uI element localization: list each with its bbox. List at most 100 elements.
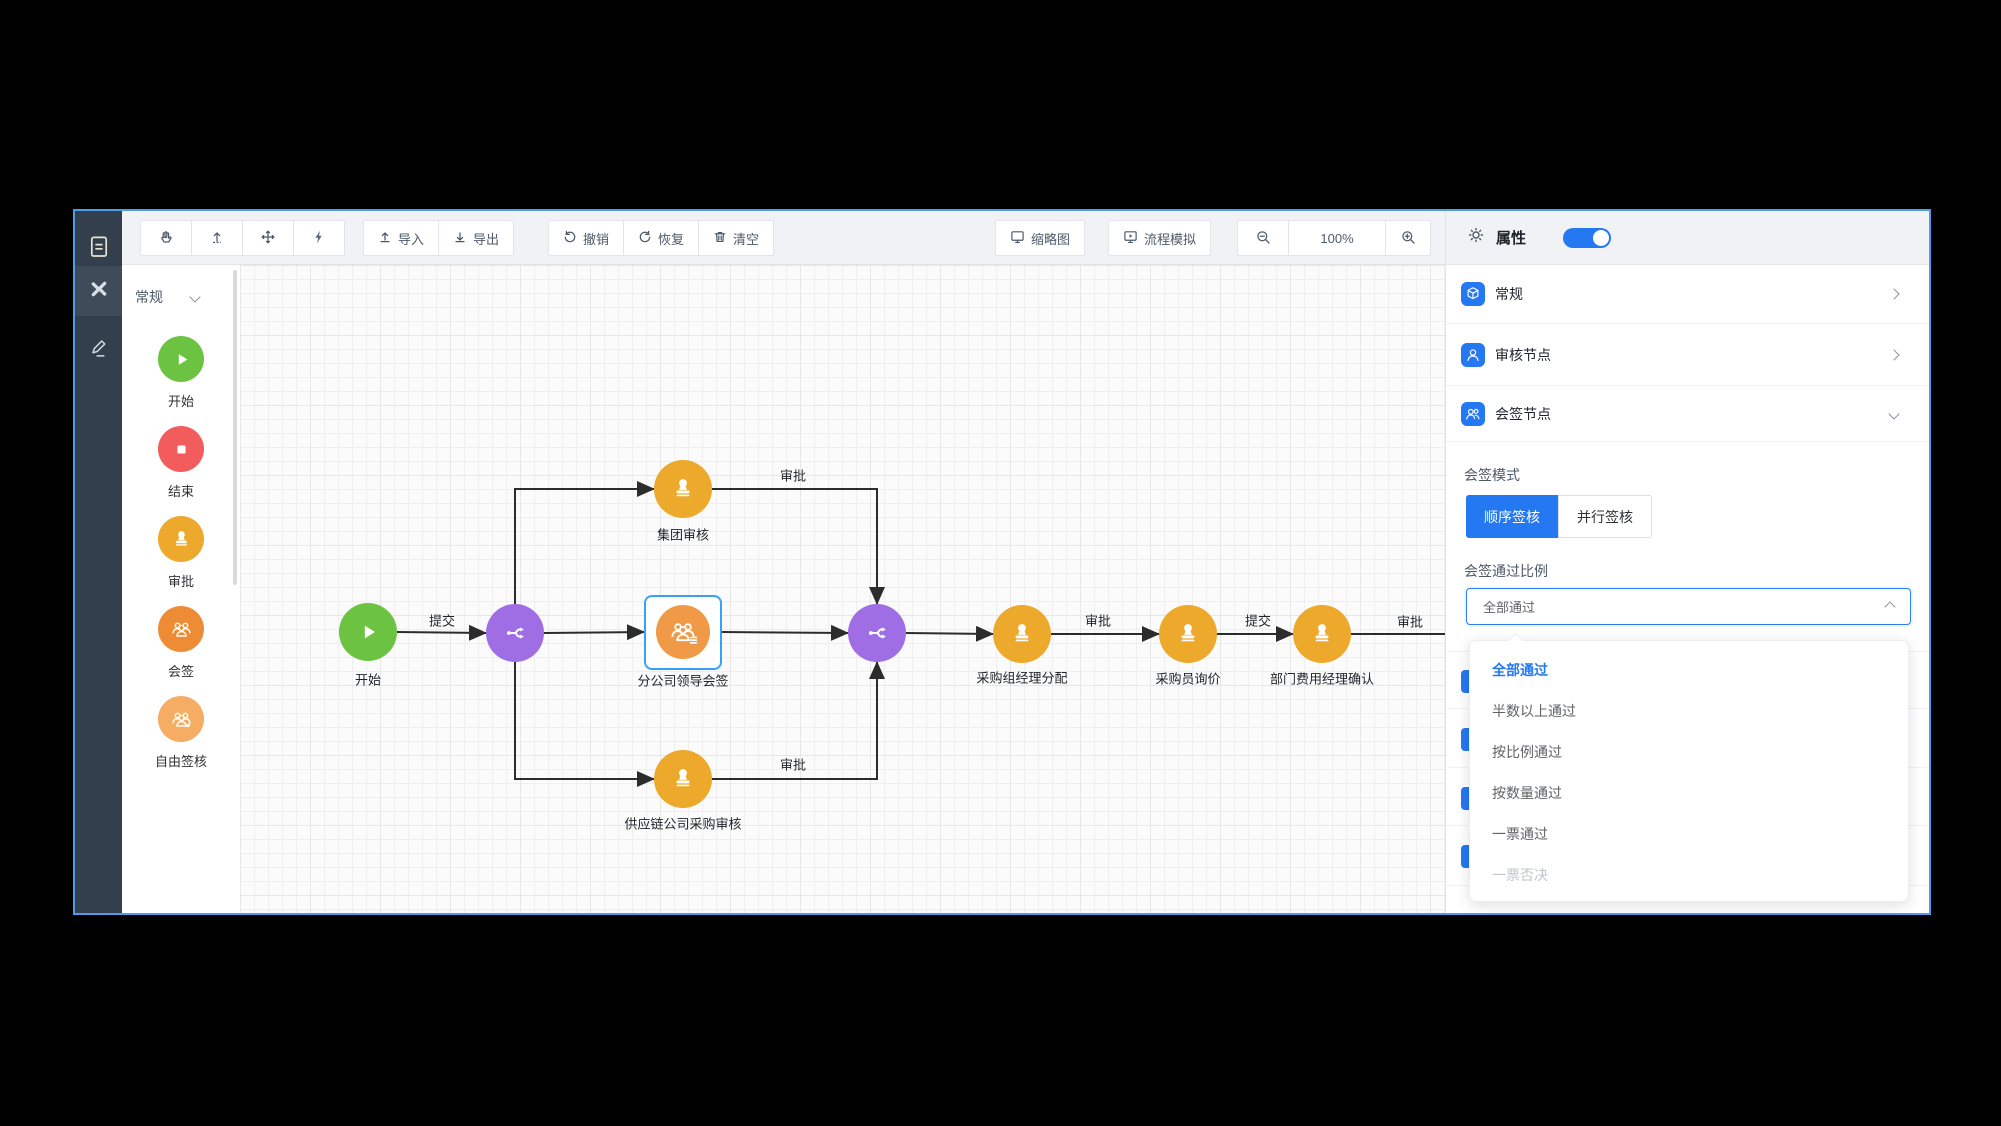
locate-icon	[209, 229, 225, 248]
flow-edge[interactable]	[514, 481, 655, 604]
palette-scrollbar[interactable]	[233, 270, 237, 585]
sign-mode-option[interactable]: 顺序签核	[1466, 495, 1558, 538]
flow-node-gateway-1[interactable]	[486, 604, 544, 662]
flow-node-label: 采购员询价	[1155, 671, 1221, 687]
thumbnail-icon	[1010, 229, 1025, 247]
pencil-icon	[88, 335, 110, 364]
palette-group-header[interactable]: 常规	[135, 287, 201, 307]
flow-canvas[interactable]: 开始集团审核分公司领导会签供应链公司采购审核采购组经理分配采购员询价部门费用经理…	[240, 265, 1445, 913]
sign-mode-segment: 顺序签核并行签核	[1466, 495, 1652, 538]
edge-label: 审批	[1396, 614, 1424, 630]
node-palette: 常规 开始结束审批会签自由签核	[122, 265, 240, 913]
import-button[interactable]: 导入	[363, 220, 440, 256]
countersign-node-icon	[158, 606, 204, 652]
flow-icon	[87, 277, 111, 306]
flow-node-supply-chain-purchase-review[interactable]	[654, 750, 712, 808]
flow-edge[interactable]	[396, 624, 487, 641]
zoom-in-button[interactable]	[1385, 220, 1431, 256]
start-node-icon	[158, 336, 204, 382]
edge-label: 审批	[1084, 613, 1112, 629]
panel-section-countersign-node[interactable]: 会签节点	[1446, 386, 1929, 442]
section-label: 常规	[1495, 286, 1523, 302]
pass-ratio-option[interactable]: 一票通过	[1492, 826, 1548, 842]
chevron-up-icon	[1884, 600, 1896, 613]
palette-item-freesign[interactable]: 自由签核	[122, 696, 240, 770]
flow-edge[interactable]	[905, 625, 994, 642]
approve-node-icon	[158, 516, 204, 562]
edge-label: 提交	[1244, 613, 1272, 629]
flow-node-label: 分公司领导会签	[637, 673, 729, 689]
zoom-out-button[interactable]	[1237, 220, 1289, 256]
move-icon	[260, 229, 276, 248]
locate-button[interactable]	[191, 220, 243, 256]
section-label: 审核节点	[1495, 346, 1551, 363]
flow-node-purchase-group-manager-assign[interactable]	[993, 605, 1051, 663]
flow-node-group-review[interactable]	[654, 460, 712, 518]
thumbnail-button[interactable]: 缩略图	[995, 220, 1086, 256]
pan-hand-button[interactable]	[140, 220, 192, 256]
palette-item-start[interactable]: 开始	[122, 336, 240, 410]
undo-button[interactable]: 撤销	[548, 220, 625, 256]
properties-header: 属性	[1446, 211, 1929, 265]
sign-mode-option[interactable]: 并行签核	[1558, 495, 1652, 538]
panel-section-review-node[interactable]: 审核节点	[1446, 324, 1929, 386]
pass-ratio-select[interactable]: 全部通过	[1466, 588, 1911, 625]
flow-node-buyer-inquiry[interactable]	[1159, 605, 1217, 663]
palette-group-label: 常规	[135, 289, 163, 305]
flow-node-gateway-2[interactable]	[848, 604, 906, 662]
pass-ratio-option[interactable]: 按比例通过	[1492, 744, 1562, 760]
pass-ratio-option[interactable]: 全部通过	[1492, 662, 1548, 678]
pass-ratio-option[interactable]: 半数以上通过	[1492, 703, 1576, 719]
flow-edge[interactable]	[721, 624, 849, 641]
flow-node-branch-leader-countersign[interactable]	[656, 605, 710, 659]
toolbar-history-group: 撤销 恢复 清空	[548, 220, 775, 256]
properties-toggle[interactable]	[1563, 227, 1612, 248]
move-button[interactable]	[242, 220, 294, 256]
rail-item-pencil[interactable]	[75, 324, 122, 374]
panel-section-general[interactable]: 常规	[1446, 265, 1929, 324]
hidden-section-icon	[1461, 670, 1469, 693]
toolbar-thumbnail-group: 缩略图	[995, 220, 1086, 256]
flow-edge[interactable]	[514, 662, 655, 787]
pass-ratio-option[interactable]: 按数量通过	[1492, 785, 1562, 801]
pan-hand-icon	[158, 229, 174, 248]
flow-node-label: 开始	[354, 672, 382, 688]
palette-item-end[interactable]: 结束	[122, 426, 240, 500]
toolbar: 导入 导出 撤销 恢复 清空 缩略图 流程模拟 100%	[122, 211, 1445, 265]
redo-icon	[638, 230, 652, 247]
simulate-button[interactable]: 流程模拟	[1108, 220, 1212, 256]
edge-label: 提交	[428, 613, 456, 629]
toolbar-simulate-group: 流程模拟	[1108, 220, 1212, 256]
flow-node-dept-expense-manager-confirm[interactable]	[1293, 605, 1351, 663]
flow-node-label: 采购组经理分配	[976, 670, 1068, 686]
flow-edge[interactable]	[712, 661, 885, 780]
zoom-in-icon	[1400, 229, 1416, 248]
user-icon	[1461, 342, 1485, 367]
sign-mode-label: 会签模式	[1464, 467, 1520, 483]
palette-item-countersign[interactable]: 会签	[122, 606, 240, 680]
trash-icon	[713, 230, 727, 247]
palette-item-label: 会签	[167, 664, 194, 679]
chevron-down-icon	[1888, 407, 1900, 420]
edge-label: 审批	[779, 757, 807, 773]
document-icon	[88, 235, 110, 264]
rail-item-flow[interactable]	[75, 266, 122, 316]
flow-edge[interactable]	[543, 624, 645, 641]
redo-button[interactable]: 恢复	[623, 220, 700, 256]
palette-item-approve[interactable]: 审批	[122, 516, 240, 590]
flow-node-start[interactable]	[339, 603, 397, 661]
zoom-out-icon	[1255, 229, 1271, 248]
chevron-right-icon	[1888, 288, 1900, 300]
left-icon-rail	[75, 211, 122, 913]
users-icon	[1461, 401, 1485, 426]
gear-icon	[1467, 226, 1485, 249]
hidden-section-icon	[1461, 728, 1469, 751]
flow-edge[interactable]	[712, 488, 885, 605]
pass-ratio-label: 会签通过比例	[1464, 563, 1548, 579]
section-label: 会签节点	[1495, 405, 1551, 422]
rail-item-document[interactable]	[75, 224, 122, 274]
clear-button[interactable]: 清空	[698, 220, 775, 256]
undo-icon	[563, 230, 577, 247]
export-button[interactable]: 导出	[438, 220, 515, 256]
lightning-button[interactable]	[293, 220, 345, 256]
